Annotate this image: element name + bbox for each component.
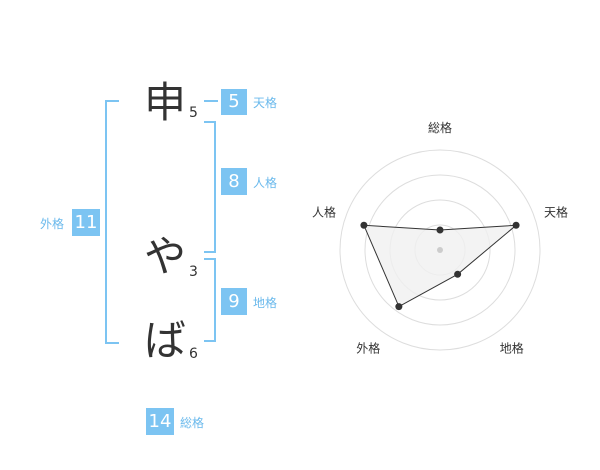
gaikaku-label: 外格 [40,217,65,231]
soukaku-label: 総格 [180,416,205,430]
name-char-1: 申 [144,78,187,127]
stroke-count-1: 5 [189,105,198,121]
radar-axis-label-4: 外格 [356,341,380,356]
chikaku-label: 地格 [253,296,278,310]
radar-axis-label-1: 総格 [428,120,452,135]
radar-point-3 [454,270,462,278]
jinkaku-value-box: 8 [221,168,247,195]
radar-center-dot [437,247,443,253]
name-char-3: ば [144,316,187,365]
stroke-count-2: 3 [189,264,198,280]
radar-point-5 [360,221,368,229]
radar-point-4 [395,303,403,311]
jinkaku-label: 人格 [253,176,278,190]
radar-axis-label-5: 人格 [312,204,336,219]
radar-point-2 [512,221,520,229]
gaikaku-bracket [105,100,119,344]
radar-series-area [363,224,518,308]
chikaku-bracket [204,258,216,342]
tenkaku-bracket [204,100,218,102]
tenkaku-label: 天格 [253,96,278,110]
gaikaku-value-box: 11 [72,209,100,236]
radar-ring [364,174,516,326]
soukaku-value-box: 14 [146,408,174,435]
tenkaku-value-box: 5 [221,89,247,115]
radar-axis-label-3: 地格 [500,341,524,356]
jinkaku-bracket [204,121,216,253]
radar-point-1 [436,226,444,234]
chikaku-value-box: 9 [221,288,247,315]
radar-ring [339,149,541,351]
radar-series [360,221,520,311]
radar-axis-label-2: 天格 [544,204,568,219]
stroke-count-3: 6 [189,346,198,362]
name-char-2: や [144,232,187,281]
